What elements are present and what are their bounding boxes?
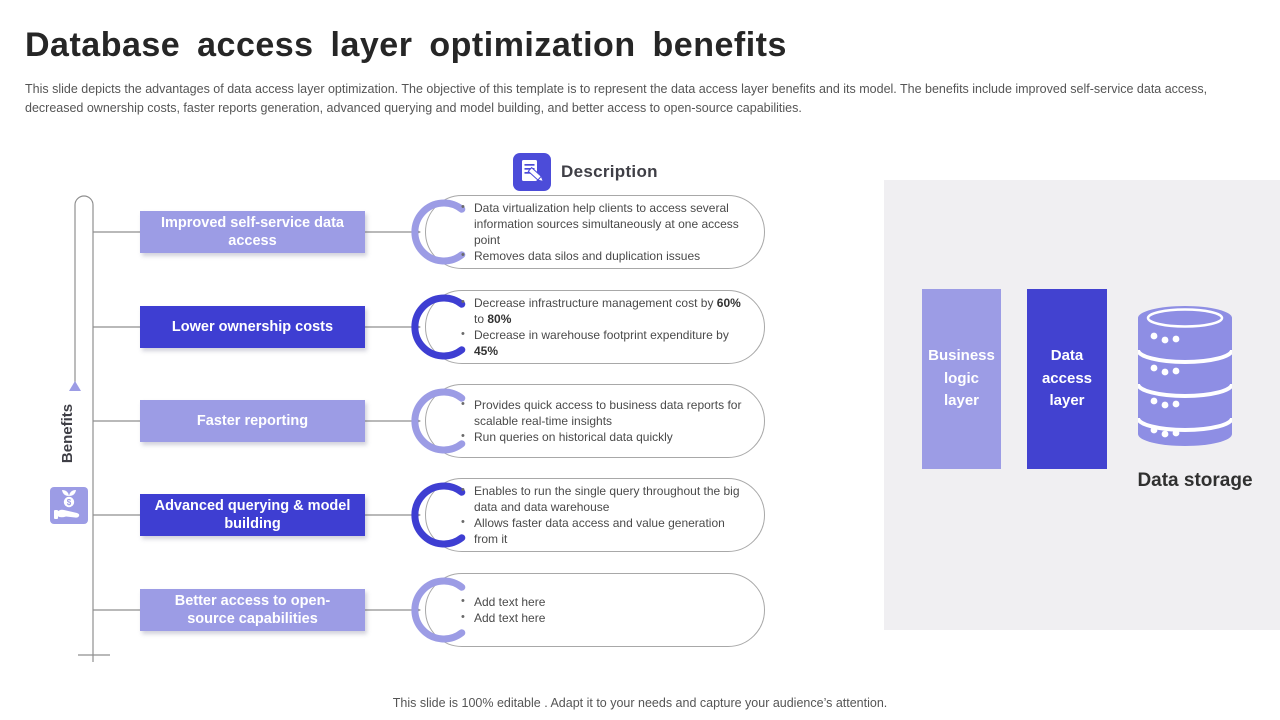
bullet: Run queries on historical data quickly xyxy=(458,429,748,445)
bullet: Data virtualization help clients to acce… xyxy=(458,200,748,249)
slide-footer: This slide is 100% editable . Adapt it t… xyxy=(392,696,888,710)
business-logic-layer-box: Business logic layer xyxy=(922,289,1001,469)
bullet: Provides quick access to business data r… xyxy=(458,397,748,429)
benefit-box-improved-self-service: Improved self-service data access xyxy=(140,211,365,253)
description-bubble-3: Provides quick access to business data r… xyxy=(411,384,765,458)
description-header: Description xyxy=(513,153,658,191)
bubble-arc xyxy=(411,577,466,643)
bubble-arc xyxy=(411,199,466,265)
benefit-box-lower-ownership: Lower ownership costs xyxy=(140,306,365,348)
bullet: Enables to run the single query througho… xyxy=(458,483,748,515)
svg-text:$: $ xyxy=(67,498,72,507)
benefit-box-open-source: Better access to open-source capabilitie… xyxy=(140,589,365,631)
description-bubble-1: Data virtualization help clients to acce… xyxy=(411,195,765,269)
bubble-arc xyxy=(411,294,466,360)
bullet: Removes data silos and duplication issue… xyxy=(458,248,748,264)
bullet: Add text here xyxy=(458,594,545,610)
description-bubble-5: Add text here Add text here xyxy=(411,573,765,647)
page-title: Database access layer optimization benef… xyxy=(25,26,787,64)
slide-subtitle: This slide depicts the advantages of dat… xyxy=(25,82,1208,116)
benefit-box-faster-reporting: Faster reporting xyxy=(140,400,365,442)
bullet: Decrease in warehouse footprint expendit… xyxy=(458,327,748,359)
description-label: Description xyxy=(561,162,658,181)
description-bubble-4: Enables to run the single query througho… xyxy=(411,478,765,552)
document-pencil-icon xyxy=(513,153,551,191)
hand-coin-icon: $ xyxy=(50,487,88,524)
benefits-rail-label: Benefits xyxy=(59,403,77,463)
bullet: Add text here xyxy=(458,610,545,626)
data-storage-label: Data storage xyxy=(1137,470,1253,491)
data-access-layer-box: Data access layer xyxy=(1027,289,1107,469)
database-cylinder-icon xyxy=(1138,306,1232,446)
bubble-arc xyxy=(411,482,466,548)
description-bubble-2: Decrease infrastructure management cost … xyxy=(411,290,765,364)
benefit-box-advanced-querying: Advanced querying & model building xyxy=(140,494,365,536)
bullet: Allows faster data access and value gene… xyxy=(458,515,748,547)
bullet: Decrease infrastructure management cost … xyxy=(458,295,748,327)
bubble-arc xyxy=(411,388,466,454)
